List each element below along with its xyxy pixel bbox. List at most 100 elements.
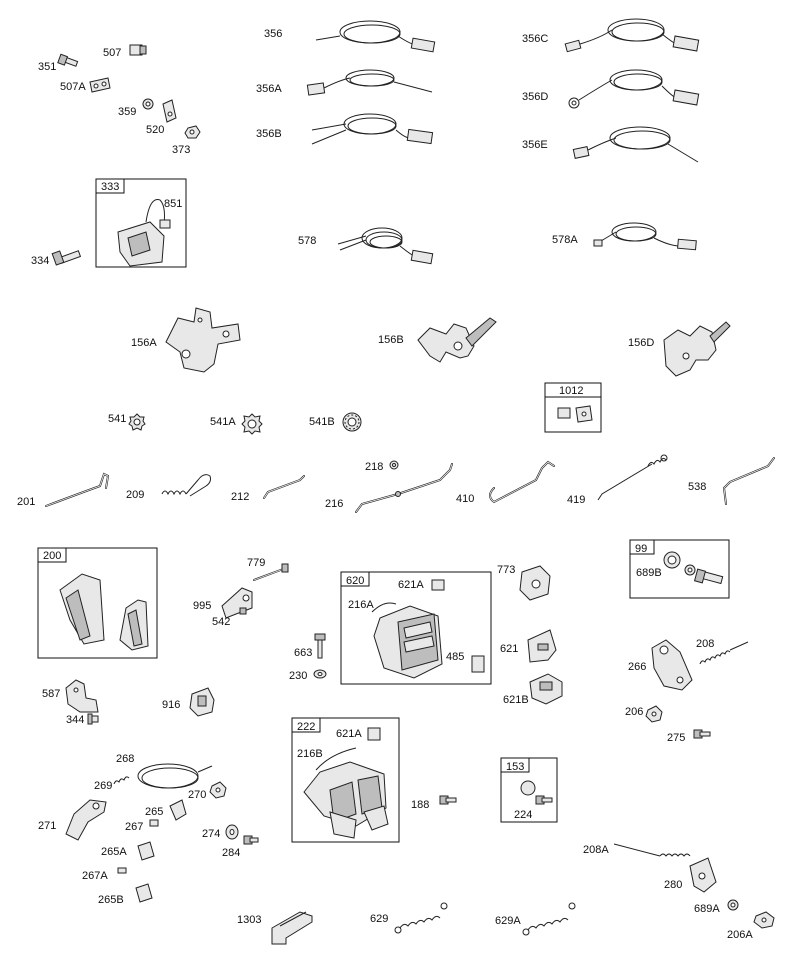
label-274: 274 [202,828,220,840]
label-265B: 265B [98,894,124,906]
label-1012: 1012 [559,385,583,397]
label-689B: 689B [636,567,662,579]
label-156A: 156A [131,337,157,349]
part-275-screw [693,729,711,739]
part-538-link [722,457,775,505]
label-344: 344 [66,714,84,726]
box-99-tag [629,539,655,555]
label-541A: 541A [210,416,236,428]
label-629: 629 [370,913,388,925]
label-410: 410 [456,493,474,505]
part-629A-spring [522,902,576,936]
label-216B: 216B [297,748,323,760]
label-663: 663 [294,647,312,659]
part-212-rod [263,475,305,499]
part-333-ignition-coil [117,198,171,267]
box-1012-tag [544,382,602,398]
part-209-spring [161,474,211,497]
label-216: 216 [325,498,343,510]
box-99 [629,539,730,599]
part-663-screw [314,633,326,659]
part-356D-harness [568,69,700,109]
label-779: 779 [247,557,265,569]
part-507A-plate [89,77,111,93]
label-419: 419 [567,494,585,506]
part-541B-lockwasher [342,412,362,432]
box-200-tag [37,547,67,563]
part-206-nut [645,705,663,723]
part-356B-harness [311,113,434,145]
part-200-control-plate [59,573,149,651]
label-351: 351 [38,61,56,73]
part-621B-bracket [529,673,563,705]
label-541B: 541B [309,416,335,428]
label-356C: 356C [522,33,548,45]
label-507: 507 [103,47,121,59]
label-206: 206 [625,706,643,718]
part-218-washer [389,460,399,470]
part-356-harness [315,20,436,53]
label-373: 373 [172,144,190,156]
part-280-bracket [689,857,717,893]
label-629A: 629A [495,915,521,927]
box-153-tag [500,757,530,773]
part-373-nut [184,125,201,139]
part-520-clip [162,99,177,123]
box-620 [340,571,492,685]
part-578A-harness [593,222,697,251]
part-419-governor-spring [597,454,668,501]
part-356C-harness [564,18,700,53]
label-359: 359 [118,106,136,118]
part-216-rod [355,463,453,513]
part-269-spring [113,776,130,785]
part-351-bolt [57,53,79,67]
label-267A: 267A [82,870,108,882]
part-620-control-bracket [371,579,485,679]
box-200 [37,547,158,659]
part-270-nut [209,781,227,799]
label-270: 270 [188,789,206,801]
label-485: 485 [446,651,464,663]
box-222 [291,717,400,843]
part-274-washer [225,824,239,840]
part-1303-bracket [271,911,313,945]
part-271-lever [65,799,107,841]
label-356B: 356B [256,128,282,140]
label-230: 230 [289,670,307,682]
label-916: 916 [162,699,180,711]
label-621A: 621A [398,579,424,591]
label-587: 587 [42,688,60,700]
part-359-washer [142,98,154,110]
part-156D-bracket [663,321,731,377]
label-267: 267 [125,821,143,833]
box-333 [95,178,187,268]
label-212: 212 [231,491,249,503]
label-851: 851 [164,198,182,210]
label-156D: 156D [628,337,654,349]
part-188-screw [439,795,457,805]
label-578: 578 [298,235,316,247]
part-201-rod [45,472,110,507]
label-265: 265 [145,806,163,818]
part-99-washer [663,551,681,569]
label-621B: 621B [503,694,529,706]
part-507-screw [129,44,147,56]
part-267A-screw [117,867,127,874]
part-621-bracket [527,629,557,663]
part-222-control-assembly [303,727,389,839]
label-621: 621 [500,643,518,655]
part-689B-washer [684,564,696,576]
label-99: 99 [635,543,647,555]
part-156A-bracket [165,307,241,373]
part-587-bracket [65,679,99,713]
label-620: 620 [346,575,364,587]
label-206A: 206A [727,929,753,941]
label-265A: 265A [101,846,127,858]
label-520: 520 [146,124,164,136]
label-153: 153 [506,761,524,773]
part-773-bushing [519,565,551,601]
label-1303: 1303 [237,914,261,926]
part-1012-clip [557,405,593,423]
label-621A-222: 621A [336,728,362,740]
